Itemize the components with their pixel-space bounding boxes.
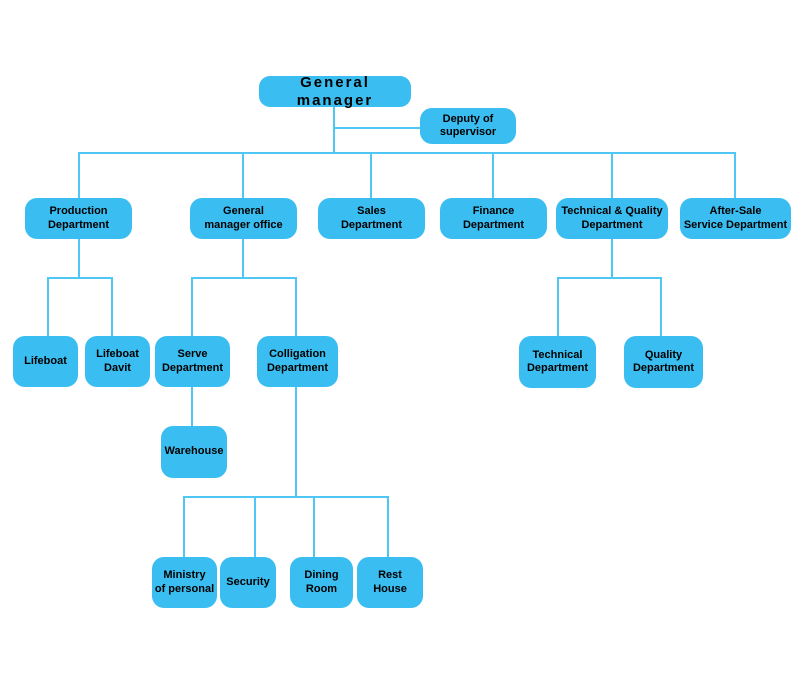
connector-drop-ministry xyxy=(183,496,185,557)
node-security: Security xyxy=(220,557,276,608)
connector-colligation-trunk xyxy=(295,387,297,498)
connector-drop-technical-quality xyxy=(611,152,613,198)
connector-serve-warehouse xyxy=(191,387,193,426)
connector-drop-security xyxy=(254,496,256,557)
connector-drop-rest-house xyxy=(387,496,389,557)
connector-drop-dining-room xyxy=(313,496,315,557)
node-colligation-department: Colligation Department xyxy=(257,336,338,387)
connector-production-rail xyxy=(47,277,113,279)
connector-drop-sales xyxy=(370,152,372,198)
connector-drop-serve xyxy=(191,277,193,336)
connector-drop-after-sale xyxy=(734,152,736,198)
connector-drop-lifeboat-davit xyxy=(111,277,113,336)
connector-colligation-rail xyxy=(183,496,389,498)
node-technical-department: Technical Department xyxy=(519,336,596,388)
node-technical-quality-department: Technical & Quality Department xyxy=(556,198,668,239)
node-general-manager-office: General manager office xyxy=(190,198,297,239)
node-general-manager: General manager xyxy=(259,74,411,109)
node-rest-house: Rest House xyxy=(357,557,423,608)
connector-gmo-trunk xyxy=(242,239,244,279)
connector-deputy-branch xyxy=(334,127,420,129)
connector-drop-lifeboat xyxy=(47,277,49,336)
connector-drop-quality xyxy=(660,277,662,336)
connector-drop-general-manager-office xyxy=(242,152,244,198)
node-warehouse: Warehouse xyxy=(161,426,227,478)
connector-root-trunk xyxy=(333,107,335,154)
node-production-department: Production Department xyxy=(25,198,132,239)
node-finance-department: Finance Department xyxy=(440,198,547,239)
connector-drop-technical xyxy=(557,277,559,336)
node-ministry-of-personal: Ministry of personal xyxy=(152,557,217,608)
node-deputy-of-supervisor: Deputy of supervisor xyxy=(420,108,516,144)
connector-production-trunk xyxy=(78,239,80,279)
connector-tq-rail xyxy=(557,277,662,279)
connector-drop-production xyxy=(78,152,80,198)
node-serve-department: Serve Department xyxy=(155,336,230,387)
node-dining-room: Dining Room xyxy=(290,557,353,608)
node-lifeboat: Lifeboat xyxy=(13,336,78,387)
node-lifeboat-davit: Lifeboat Davit xyxy=(85,336,150,387)
connector-tq-trunk xyxy=(611,239,613,279)
node-after-sale-service-department: After-Sale Service Department xyxy=(680,198,791,239)
connector-level2-rail xyxy=(78,152,736,154)
connector-gmo-rail xyxy=(191,277,297,279)
node-quality-department: Quality Department xyxy=(624,336,703,388)
node-sales-department: Sales Department xyxy=(318,198,425,239)
connector-drop-finance xyxy=(492,152,494,198)
connector-drop-colligation xyxy=(295,277,297,336)
